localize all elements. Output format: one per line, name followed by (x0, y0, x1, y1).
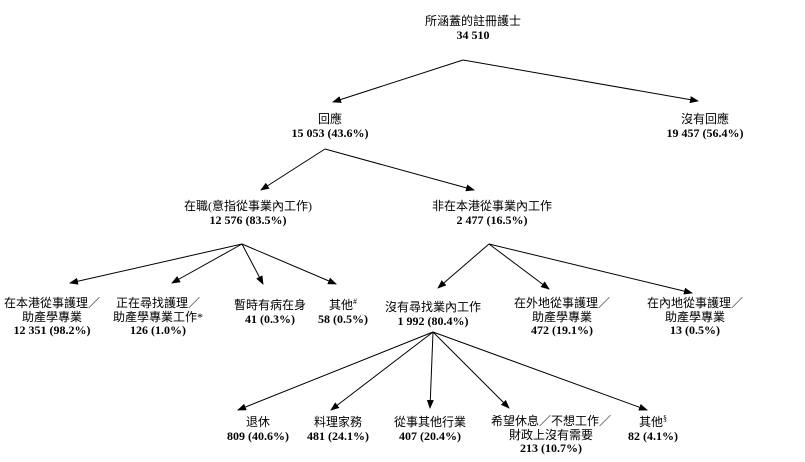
node-practising-overseas: 在外地從事護理／ 助產學專業 472 (19.1%) (513, 296, 611, 338)
footnote-section-marker: § (663, 414, 667, 423)
arrow-not-seeking-to-others2 (432, 331, 648, 411)
node-label: 其他§ (638, 414, 667, 429)
node-working: 在職(意指從事業內工作) 12 576 (83.5%) (184, 199, 312, 227)
node-label: 沒有尋找業內工作 (384, 300, 482, 314)
footnote-hash-marker: # (353, 297, 357, 306)
node-value: 15 053 (43.6%) (291, 125, 369, 140)
node-value: 58 (0.5%) (318, 311, 368, 326)
node-practising-mainland: 在內地從事護理／ 助產學專業 13 (0.5%) (646, 296, 744, 338)
arrow-respond-to-working (260, 148, 326, 191)
arrow-not-seeking-to-retired (237, 331, 434, 411)
arrow-root-to-no-respond (462, 59, 699, 104)
node-label: 在本港從事護理／ (3, 296, 101, 310)
arrow-working-to-ill (241, 243, 264, 285)
arrow-root-to-respond (332, 59, 464, 103)
node-value: 12 576 (83.5%) (209, 212, 287, 227)
node-label: 在外地從事護理／ (513, 296, 611, 310)
arrow-not-in-hk-to-mainland (488, 243, 693, 295)
node-label: 回應 (317, 112, 342, 126)
node-value: 809 (40.6%) (227, 428, 289, 443)
node-other-industry: 從事其他行業 407 (20.4%) (393, 415, 467, 443)
node-value: 213 (10.7%) (519, 441, 582, 455)
node-not-working-in-hk: 非在本港從事業內工作 2 477 (16.5%) (431, 199, 553, 227)
node-no-response: 沒有回應 19 457 (56.4%) (666, 112, 744, 140)
node-label: 所涵蓋的註冊護士 (424, 14, 522, 28)
node-value: 82 (4.1%) (628, 428, 678, 443)
node-label: 非在本港從事業內工作 (431, 199, 553, 213)
node-label: 助產學專業 (531, 309, 593, 324)
node-label: 希望休息／不想工作／ (490, 414, 612, 428)
node-value: 34 510 (456, 27, 490, 42)
arrow-not-seeking-to-household (330, 331, 434, 411)
node-retired: 退休 809 (40.6%) (227, 415, 289, 443)
node-value: 126 (1.0%) (129, 323, 186, 337)
node-others-hash: 其他# 58 (0.5%) (318, 297, 368, 326)
node-value: 12 351 (98.2%) (13, 323, 91, 337)
node-seeking-profession-job: 正在尋找護理／ 助產學專業工作* 126 (1.0%) (112, 296, 204, 338)
node-value: 19 457 (56.4%) (666, 125, 744, 140)
node-value: 481 (24.1%) (307, 428, 369, 443)
node-practising-in-hk: 在本港從事護理／ 助產學專業 12 351 (98.2%) (3, 296, 101, 338)
node-value: 13 (0.5%) (669, 323, 720, 337)
node-household-duties: 料理家務 481 (24.1%) (307, 415, 369, 443)
node-wish-to-rest: 希望休息／不想工作／ 財政上沒有需要 213 (10.7%) (490, 414, 612, 456)
node-value: 407 (20.4%) (398, 428, 461, 443)
node-label: 從事其他行業 (393, 415, 467, 429)
node-label: 料理家務 (313, 415, 362, 429)
node-label: 其他# (328, 297, 357, 312)
arrow-respond-to-not-in-hk (324, 148, 475, 192)
node-response: 回應 15 053 (43.6%) (291, 112, 369, 140)
node-registered-nurses: 所涵蓋的註冊護士 34 510 (424, 14, 522, 42)
arrow-not-in-hk-to-not-seeking (437, 243, 490, 289)
node-label: 沒有回應 (680, 112, 729, 126)
node-temporarily-ill: 暫時有病在身 41 (0.3%) (233, 298, 307, 326)
node-label: 暫時有病在身 (233, 298, 307, 312)
node-others-section: 其他§ 82 (4.1%) (628, 414, 678, 443)
arrow-not-in-hk-to-overseas (488, 243, 550, 290)
node-label: 助產學專業 (21, 309, 83, 324)
arrow-not-seeking-to-rest (432, 331, 510, 409)
node-label: 助產學專業工作* (112, 309, 204, 324)
node-label: 在職(意指從事業內工作) (184, 199, 312, 213)
arrow-working-to-seeking (171, 243, 243, 284)
node-label: 在內地從事護理／ (646, 296, 744, 310)
node-label: 助產學專業 (664, 309, 726, 324)
node-value: 41 (0.3%) (244, 311, 295, 326)
node-label: 財政上沒有需要 (508, 427, 594, 442)
arrow-not-seeking-to-other-ind (426, 331, 434, 409)
node-value: 472 (19.1%) (530, 323, 593, 337)
arrow-working-to-others1 (241, 243, 337, 285)
arrow-working-to-in-hk-prof (69, 243, 243, 285)
node-label: 正在尋找護理／ (115, 296, 201, 310)
node-label: 退休 (245, 415, 270, 429)
node-value: 1 992 (80.4%) (397, 313, 469, 328)
node-value: 2 477 (16.5%) (456, 212, 528, 227)
node-not-seeking-job: 沒有尋找業內工作 1 992 (80.4%) (384, 300, 482, 328)
